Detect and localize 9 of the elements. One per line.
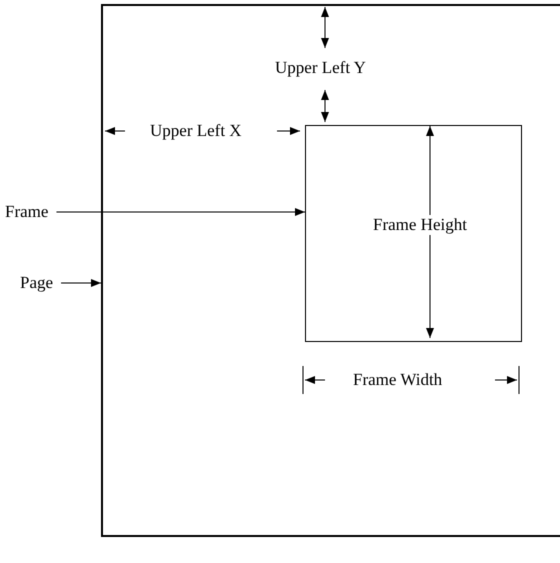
dimension-label: Upper Left Y bbox=[275, 58, 366, 78]
frame-label: Frame bbox=[5, 202, 48, 222]
page-label: Page bbox=[20, 273, 54, 293]
leader-arrow bbox=[60, 279, 102, 287]
dimension-label: Frame Width bbox=[353, 370, 442, 390]
dimension-label: Frame Height bbox=[371, 215, 469, 235]
leader-arrow bbox=[56, 208, 306, 216]
dimension-label: Upper Left X bbox=[150, 121, 242, 141]
frame-box bbox=[305, 125, 522, 342]
